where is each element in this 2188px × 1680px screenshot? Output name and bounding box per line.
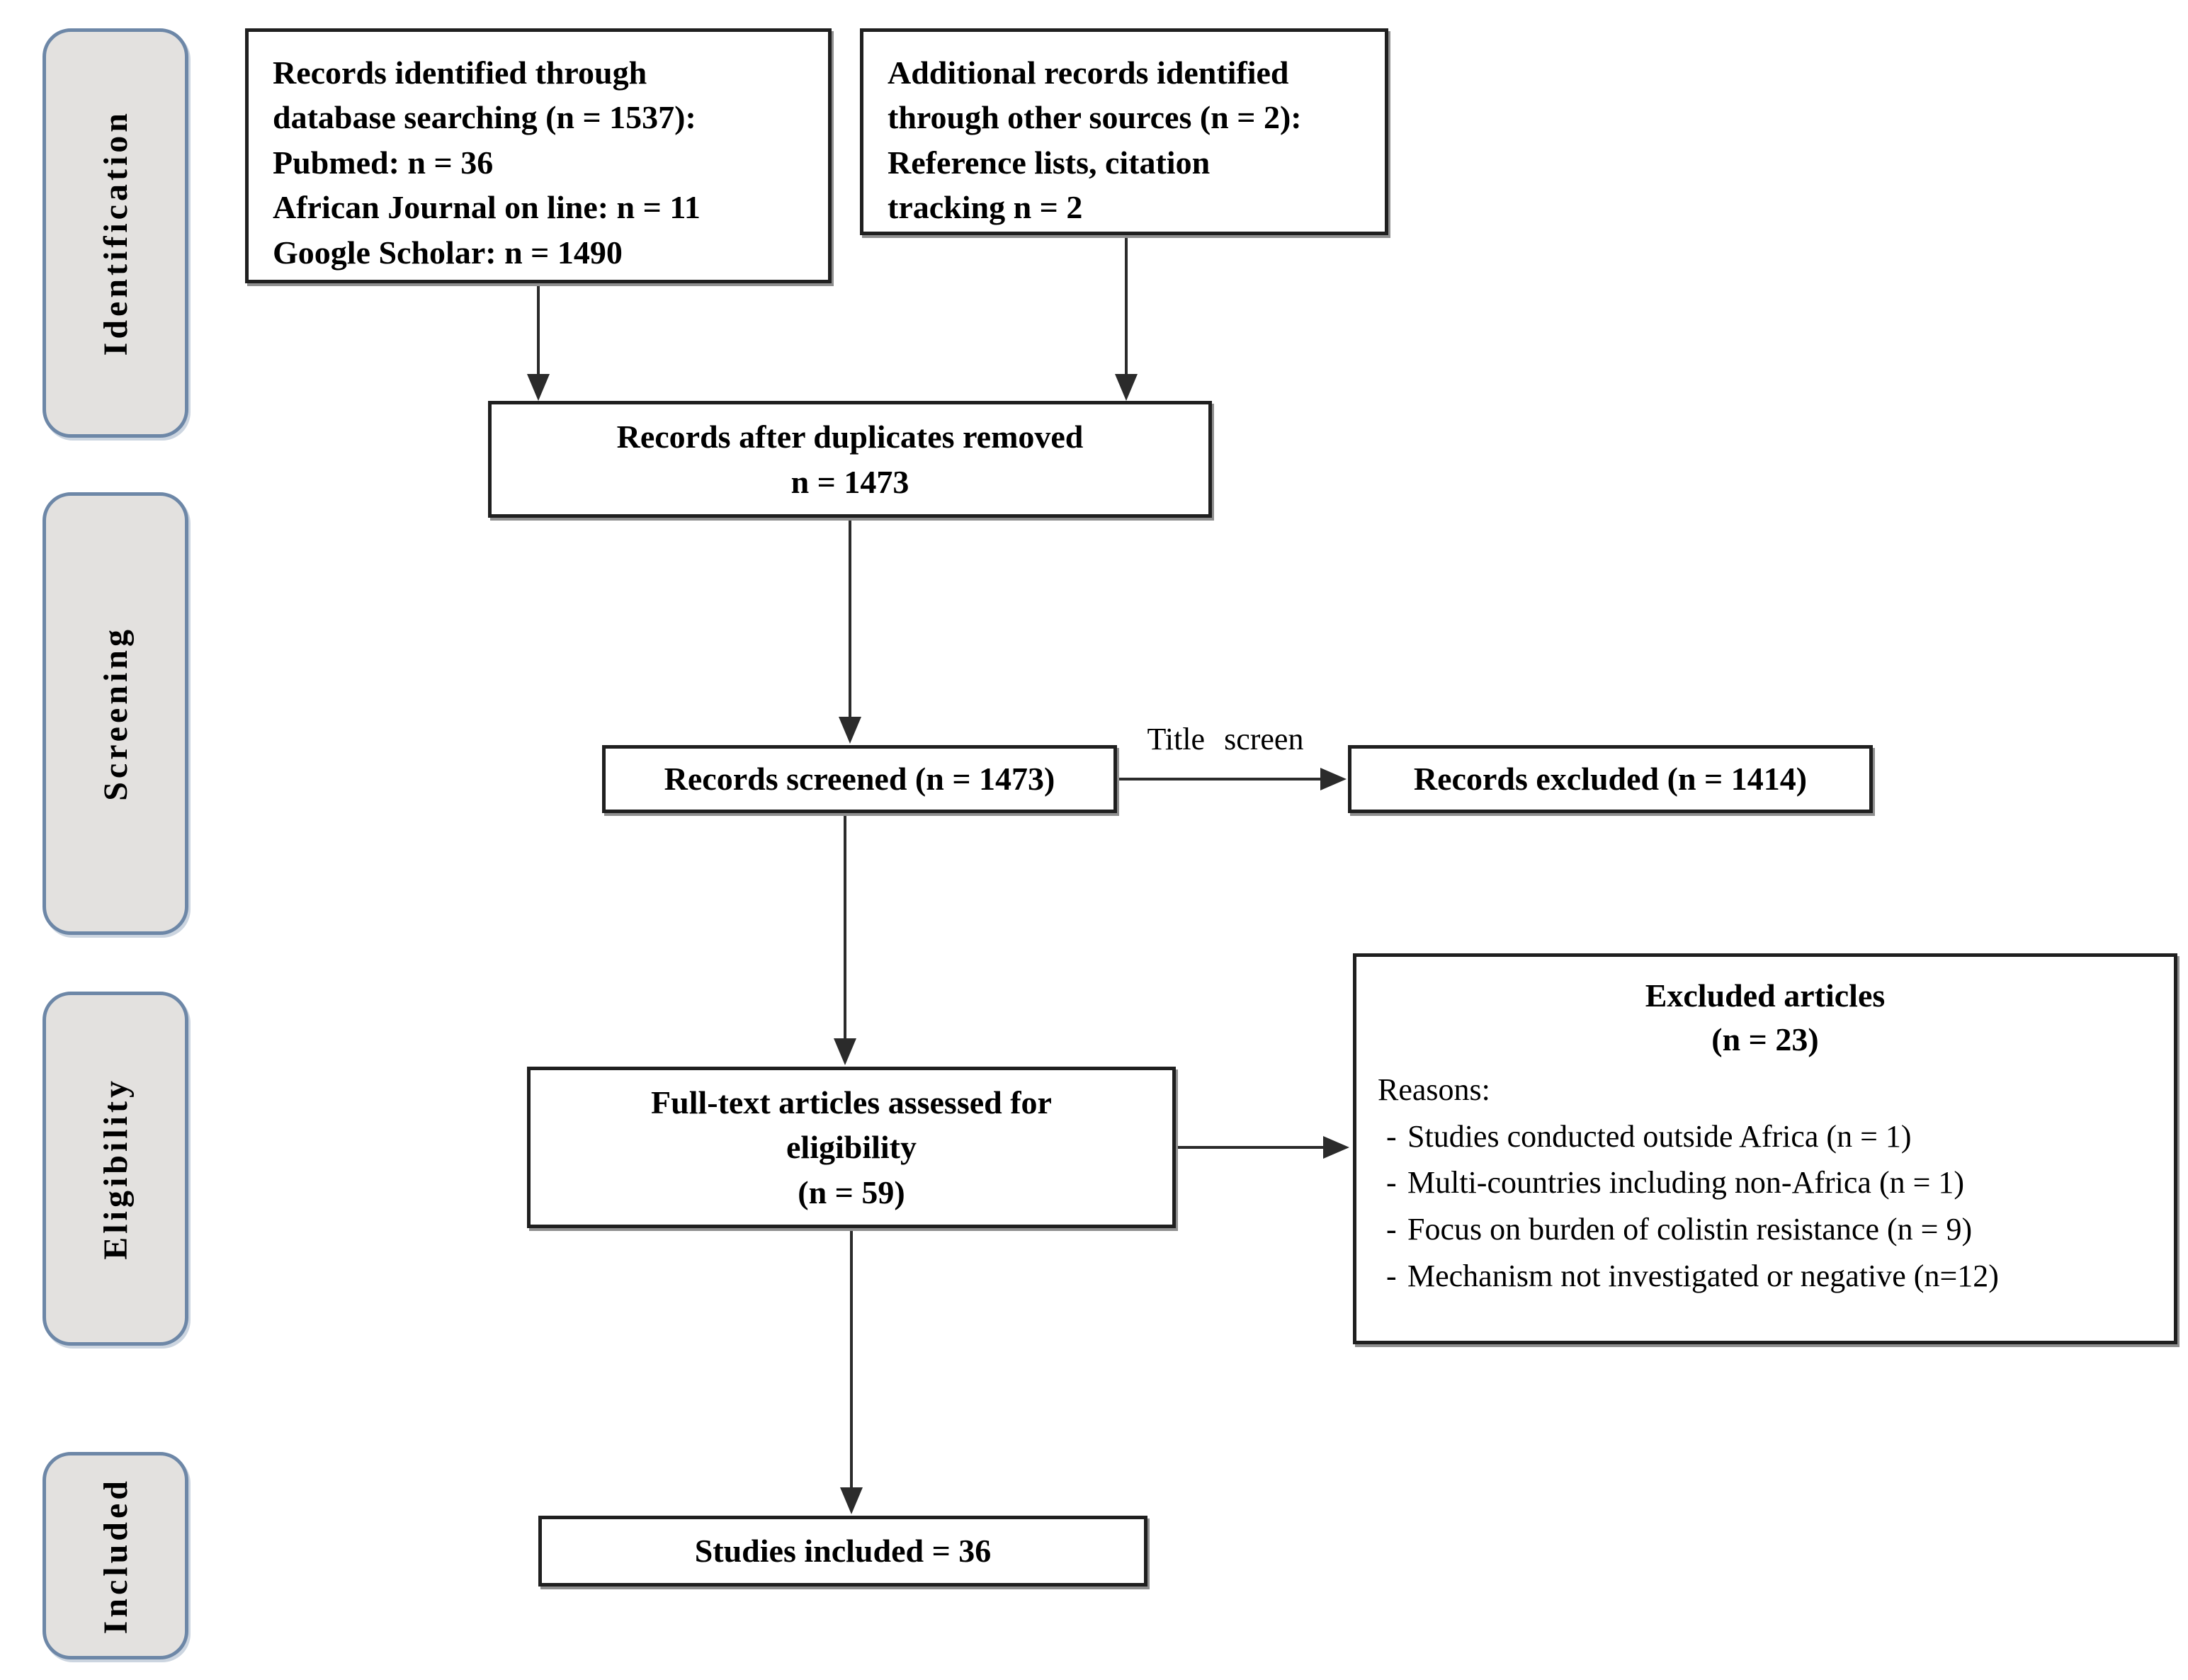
bullet-marker: - [1386,1212,1397,1247]
bullet-marker: - [1386,1118,1397,1154]
excluded-reason-text: Focus on burden of colistin resistance (… [1407,1212,1973,1247]
arrowhead-screened-to-excluded [1320,768,1347,790]
arrowhead-duplicates-to-screened [839,717,861,744]
excluded-articles-reasons-label: Reasons: [1378,1072,1490,1108]
excluded-reason-item: - Mechanism not investigated or negative… [1378,1255,2153,1298]
box-additional-records-text: Additional records identified through ot… [888,55,1302,226]
box-duplicates-removed: Records after duplicates removed n = 147… [488,401,1212,518]
arrowhead-identified-to-duplicates [527,374,550,401]
stage-label-screening: Screening [42,492,188,935]
stage-label-screening-text: Screening [96,626,135,801]
stage-label-identification: Identification [42,28,188,438]
bullet-marker: - [1386,1259,1397,1294]
box-studies-included-text: Studies included = 36 [694,1533,992,1570]
excluded-articles-title: Excluded articles (n = 23) [1645,977,1886,1058]
stage-label-eligibility: Eligibility [42,992,188,1346]
box-duplicates-removed-text: Records after duplicates removed n = 147… [616,419,1084,500]
box-records-identified: Records identified through database sear… [245,28,832,283]
stage-label-included-text: Included [96,1477,135,1635]
stage-label-included: Included [42,1452,188,1659]
excluded-reason-item: - Multi-countries including non-Africa (… [1378,1162,2153,1204]
box-records-excluded: Records excluded (n = 1414) [1348,745,1873,813]
arrowhead-fulltext-to-excluded-articles [1323,1136,1349,1159]
box-records-screened-text: Records screened (n = 1473) [664,761,1055,798]
excluded-reason-text: Mechanism not investigated or negative (… [1407,1259,1999,1294]
stage-label-identification-text: Identification [96,110,135,356]
arrowhead-additional-to-duplicates [1115,374,1138,401]
box-fulltext-assessed: Full-text articles assessed for eligibil… [527,1067,1176,1228]
box-studies-included: Studies included = 36 [538,1516,1147,1587]
stage-label-eligibility-text: Eligibility [96,1077,135,1260]
box-records-identified-text: Records identified through database sear… [273,55,701,271]
excluded-reason-text: Studies conducted outside Africa (n = 1) [1407,1118,1912,1154]
excluded-reason-text: Multi-countries including non-Africa (n … [1407,1165,1965,1201]
arrowhead-fulltext-to-included [840,1487,863,1514]
excluded-reason-item: - Focus on burden of colistin resistance… [1378,1208,2153,1251]
box-records-excluded-text: Records excluded (n = 1414) [1413,761,1808,798]
title-screen-label: Title screen [1147,722,1304,756]
box-additional-records: Additional records identified through ot… [860,28,1388,235]
box-excluded-articles: Excluded articles (n = 23) Reasons: - St… [1353,953,2177,1344]
arrowhead-screened-to-fulltext [834,1038,856,1065]
bullet-marker: - [1386,1165,1397,1201]
excluded-reason-item: - Studies conducted outside Africa (n = … [1378,1116,2153,1158]
box-fulltext-assessed-text: Full-text articles assessed for eligibil… [651,1084,1052,1210]
box-records-screened: Records screened (n = 1473) [602,745,1117,813]
